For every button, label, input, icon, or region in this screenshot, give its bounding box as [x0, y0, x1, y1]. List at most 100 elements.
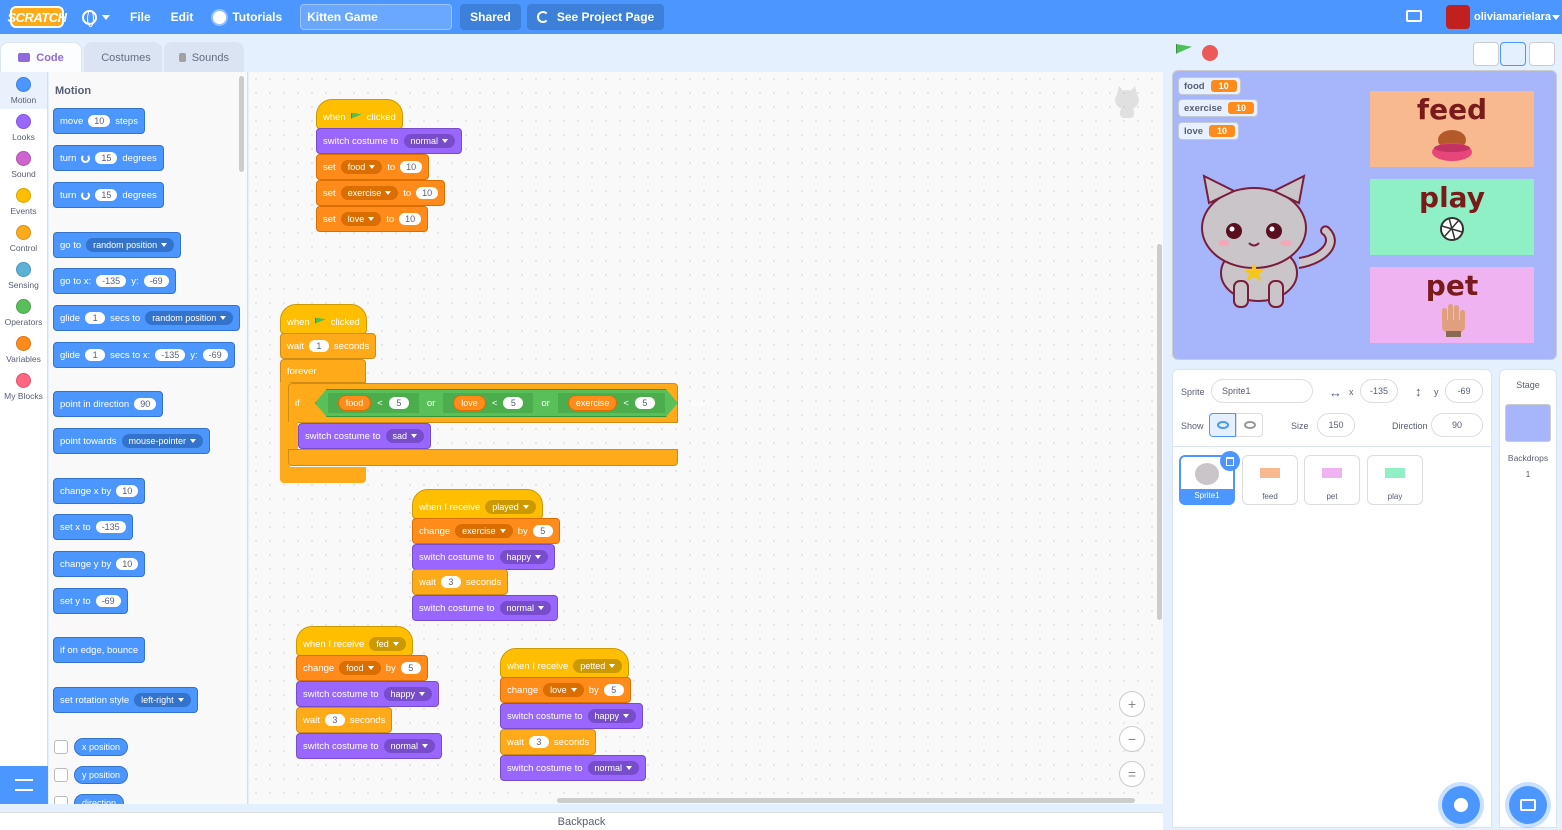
project-title-input[interactable]: Kitten Game [300, 4, 453, 30]
block-dropdown[interactable]: happy [587, 709, 637, 723]
tab-sounds[interactable]: Sounds [164, 42, 244, 72]
block-dropdown[interactable]: exercise [455, 524, 513, 538]
block-dropdown[interactable]: exercise [340, 186, 399, 200]
chevron-down-icon[interactable] [1552, 15, 1560, 20]
delete-sprite-button[interactable] [1220, 451, 1240, 471]
block-dropdown[interactable]: happy [499, 550, 549, 564]
kitten-sprite[interactable] [1199, 173, 1349, 313]
block-dropdown[interactable]: random position [145, 311, 234, 325]
block-input[interactable]: 10 [399, 213, 422, 225]
block-dropdown[interactable]: normal [499, 601, 552, 615]
direction-input[interactable]: 90 [1431, 413, 1483, 437]
stage-target-panel[interactable]: Stage Backdrops 1 [1499, 369, 1557, 828]
block-dropdown[interactable]: love [543, 683, 584, 697]
green-flag-button[interactable] [1176, 44, 1192, 61]
block-input[interactable]: -69 [202, 349, 228, 361]
block-input[interactable]: 10 [116, 558, 139, 570]
block-input[interactable]: -69 [143, 275, 169, 287]
block-input[interactable]: 1 [308, 340, 329, 352]
category-control[interactable]: Control [0, 220, 47, 257]
feed-button-sprite[interactable]: feed [1370, 91, 1534, 167]
username[interactable]: oliviamarielara [1474, 11, 1552, 23]
sprite-thumb-play[interactable]: play [1367, 455, 1423, 505]
sprite-name-input[interactable]: Sprite1 [1211, 379, 1313, 403]
category-events[interactable]: Events [0, 183, 47, 220]
block-input[interactable]: 5 [389, 397, 409, 409]
show-visible-button[interactable] [1209, 413, 1236, 437]
choose-backdrop-button[interactable] [1509, 786, 1547, 824]
block-dropdown[interactable]: sad [385, 429, 425, 443]
variable-reporter[interactable]: exercise [568, 395, 618, 411]
small-stage-button[interactable] [1473, 42, 1499, 66]
block-input[interactable]: -69 [95, 595, 121, 607]
block-dropdown[interactable]: normal [587, 761, 640, 775]
x-position-checkbox[interactable] [54, 740, 68, 754]
palette-scrollbar[interactable] [239, 76, 244, 172]
play-button-sprite[interactable]: play [1370, 179, 1534, 255]
block-dropdown[interactable]: petted [573, 659, 623, 673]
block-input[interactable]: 3 [528, 736, 549, 748]
category-motion[interactable]: Motion [0, 72, 47, 109]
block-input[interactable]: 5 [635, 397, 655, 409]
category-my-blocks[interactable]: My Blocks [0, 368, 47, 405]
block-set-y[interactable]: set y to-69 [53, 588, 128, 614]
block-input[interactable]: 5 [400, 662, 421, 674]
tab-costumes[interactable]: Costumes [84, 42, 162, 72]
edit-menu[interactable]: Edit [170, 10, 194, 24]
category-looks[interactable]: Looks [0, 109, 47, 146]
block-dropdown[interactable]: played [485, 500, 536, 514]
lt-block[interactable]: food<5 [328, 393, 419, 413]
block-dropdown[interactable]: happy [383, 687, 433, 701]
tab-code[interactable]: Code [0, 42, 82, 72]
block-dropdown[interactable]: normal [403, 134, 456, 148]
block-dropdown[interactable]: left-right [134, 693, 191, 707]
block-input[interactable]: 5 [603, 684, 624, 696]
sprite-thumb-sprite1[interactable]: Sprite1 [1179, 455, 1235, 505]
block-dropdown[interactable]: random position [86, 238, 175, 252]
category-variables[interactable]: Variables [0, 331, 47, 368]
fullscreen-button[interactable] [1529, 42, 1555, 66]
block-dropdown[interactable]: normal [383, 739, 436, 753]
choose-sprite-button[interactable] [1442, 786, 1480, 824]
my-stuff-folder-icon[interactable] [1406, 10, 1422, 22]
category-sensing[interactable]: Sensing [0, 257, 47, 294]
block-forever[interactable]: forever [280, 359, 366, 383]
reporter-y-position[interactable]: y position [74, 766, 129, 784]
add-extension-button[interactable] [0, 766, 48, 804]
block-input[interactable]: 10 [116, 485, 139, 497]
block-bounce[interactable]: if on edge, bounce [53, 637, 146, 663]
block-input[interactable]: 10 [416, 187, 439, 199]
see-project-page-button[interactable]: See Project Page [526, 4, 665, 30]
reporter-direction[interactable]: direction [74, 794, 125, 804]
block-set-x[interactable]: set x to-135 [53, 514, 133, 540]
stage-thumbnail[interactable] [1505, 404, 1551, 442]
block-input[interactable]: 3 [324, 714, 345, 726]
